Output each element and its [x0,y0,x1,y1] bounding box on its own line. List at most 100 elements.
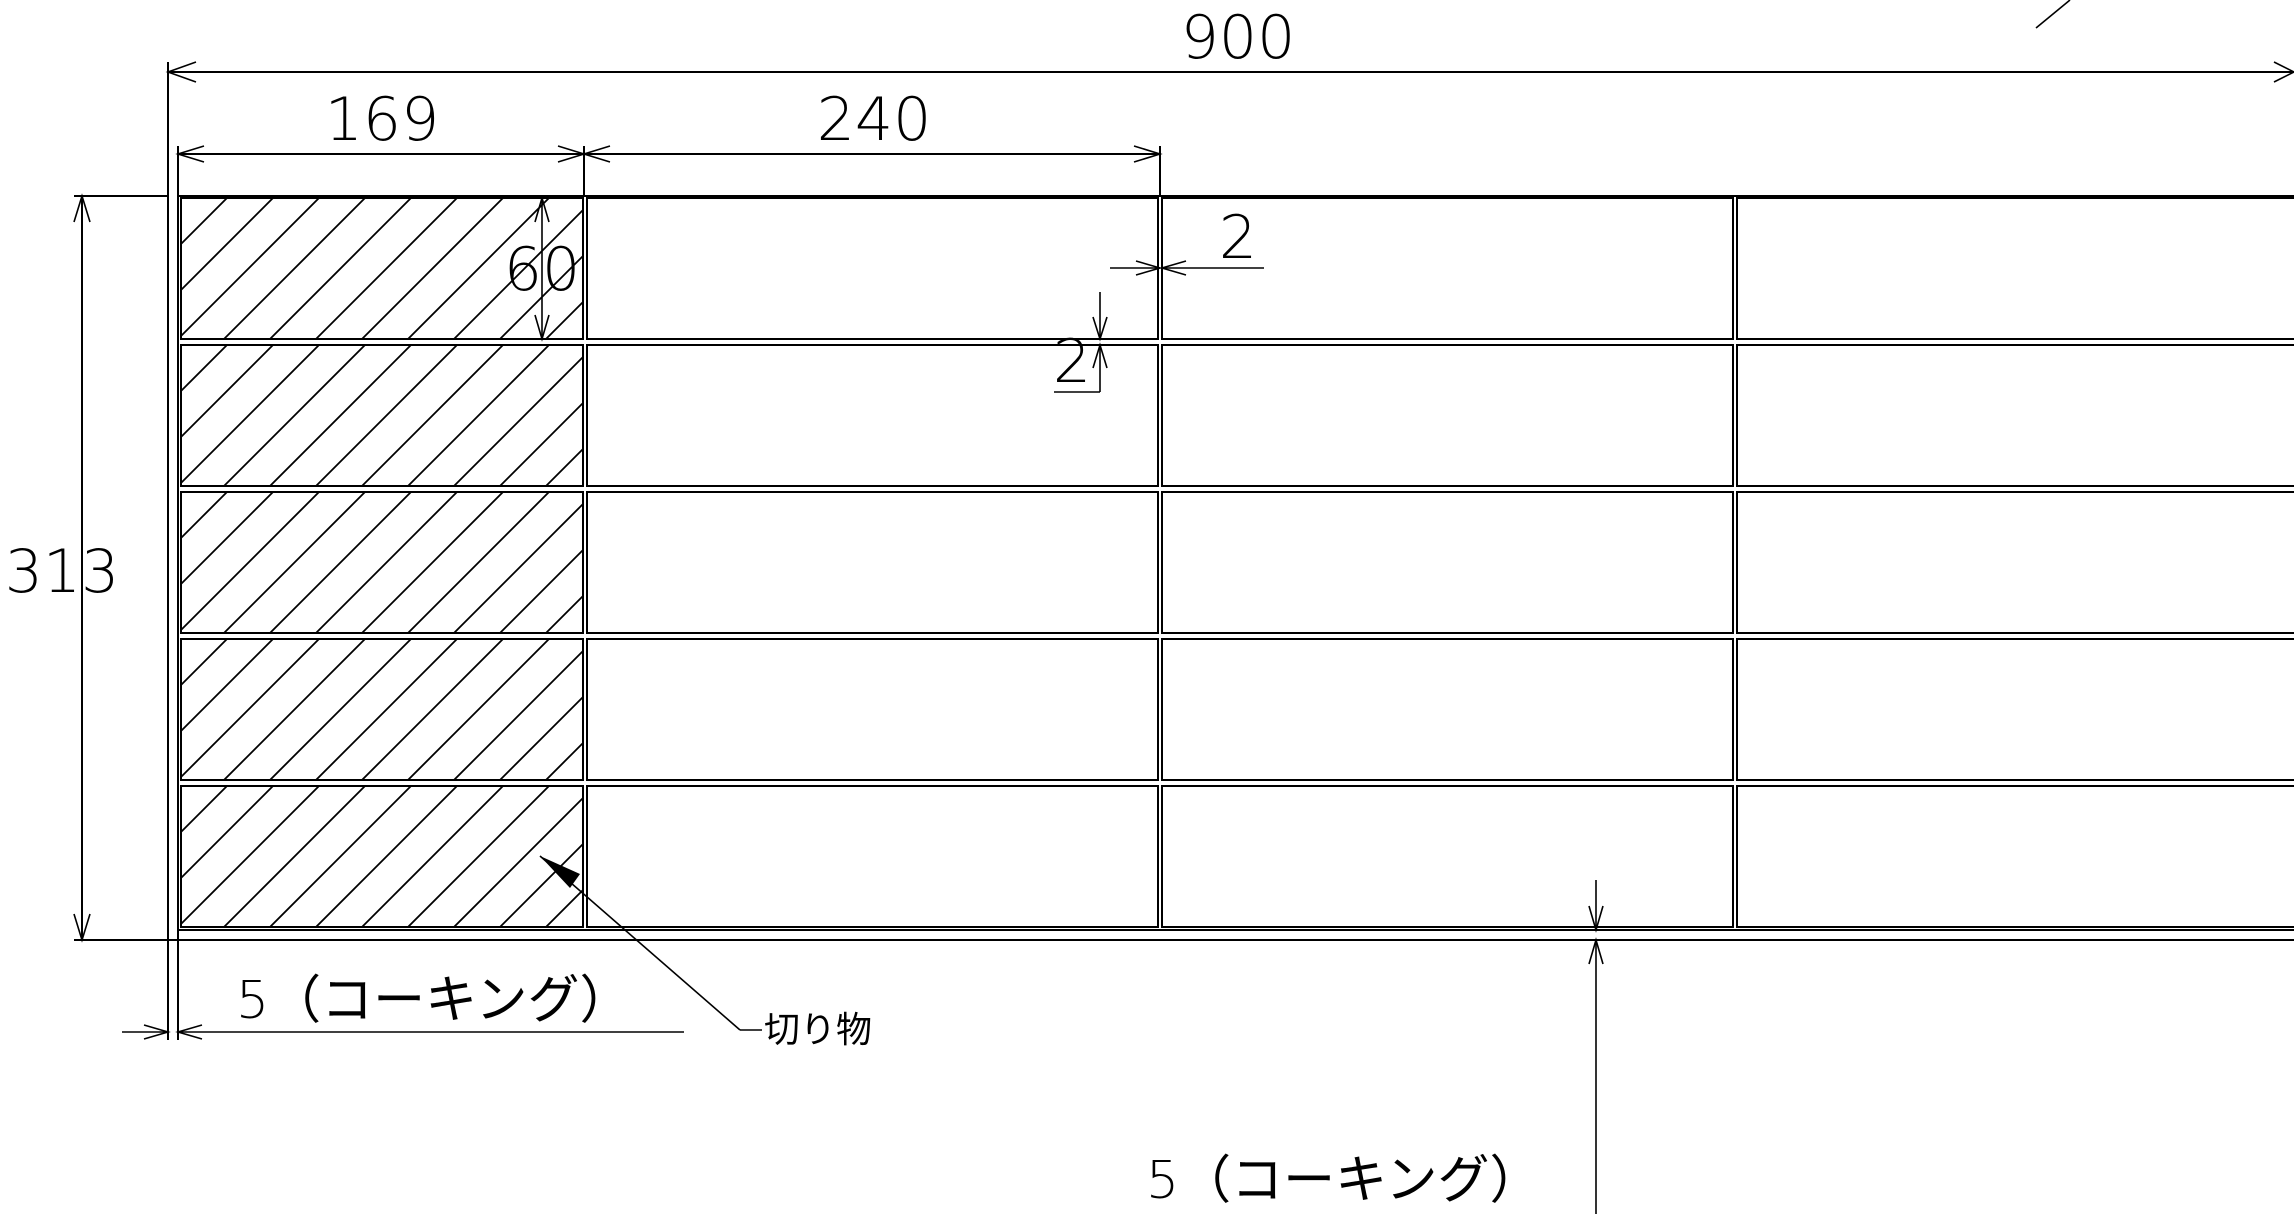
hatch-line [638,198,779,339]
hatch-line [269,639,412,780]
hatch-line [269,492,412,633]
dimension-cut-tile-width: 169 [175,85,587,163]
tile-row3-col1 [586,491,1159,634]
hatch-line [181,198,320,338]
hatch-line [453,649,583,780]
dimension-tile-height: 60 [504,195,580,342]
hatch-line [223,492,366,633]
hatch-line [181,198,228,246]
cut-piece-leader: 切り物 [539,855,872,1051]
hatch-line [638,786,779,927]
hatch-line [684,786,825,927]
hatch-line [638,492,779,633]
caulking-bottom-label: 5（コーキング） [1146,1151,1542,1211]
hatch-line [545,447,583,486]
hatch-line [181,786,320,926]
tile-row2-col2 [1161,344,1734,487]
tile-row5-col1 [586,785,1159,928]
hatch-line [181,492,228,540]
hatch-line [315,786,458,927]
tile-row1-col1 [586,197,1159,340]
hatch-line [181,345,274,439]
hatch-line [499,254,583,339]
hatch-line [638,639,779,780]
hatch-line [315,492,458,633]
dimension-tile-width: 240 [581,85,1163,163]
hatch-line [453,355,583,486]
hatch-line [361,345,504,486]
tile-row5-col2 [1161,785,1734,928]
hatch-line [269,198,412,339]
tile-row1-col3 [1736,197,2294,340]
dimension-joint-horizontal: 2 [1110,203,1264,276]
hatch-line [181,639,274,733]
leader-fragment [2035,0,2071,29]
hatch-line [499,548,583,633]
tile-row2-col1 [586,344,1159,487]
hatch-line [453,208,583,339]
joint-vertical-label: 2 [1053,327,1091,397]
hatch-line [181,345,320,485]
hatch-line [499,842,583,927]
hatch-line [181,639,228,687]
hatch-line [181,345,182,347]
hatch-line [181,198,182,200]
hatch-line [407,198,550,339]
hatch-line [181,345,228,393]
tile-cut-row2 [180,344,584,487]
hatch-line [315,639,458,780]
hatch-line [181,639,182,641]
tile-width-label: 240 [817,85,932,155]
hatch-line [545,594,583,633]
wall-boundary [80,195,2294,941]
hatch-line [407,786,550,927]
dimension-joint-vertical: 2 [1053,292,1108,397]
tile-row3-col2 [1161,491,1734,634]
hatch-line [223,345,366,486]
hatch-line [592,492,733,633]
hatch-line [181,786,274,880]
tile-row4-col3 [1736,638,2294,781]
extension-lines [74,62,1161,1040]
hatch-line [684,492,825,633]
overall-height-label: 313 [5,537,120,607]
hatch-line [684,198,825,339]
tile-height-label: 60 [504,235,580,305]
tile-cut-row3 [180,491,584,634]
dimension-overall-width: 900 [165,3,2294,83]
tile-cut-row1 [180,197,584,340]
hatch-line [407,639,550,780]
hatch-line [181,198,274,292]
hatch-line [684,345,825,486]
tile-row5-col3 [1736,785,2294,928]
hatch-line [592,786,733,927]
tile-row3-col3 [1736,491,2294,634]
hatch-line [361,492,504,633]
hatch-line [361,639,504,780]
hatch-line [407,345,550,486]
hatch-line [361,198,504,339]
hatch-line [223,198,366,339]
hatch-line [315,345,458,486]
dimension-caulking-bottom: 5（コーキング） [1146,880,1604,1214]
hatch-line [684,639,825,780]
hatch-line [315,198,458,339]
hatch-line [407,492,550,633]
hatch-line [181,639,320,779]
hatch-line [453,796,583,927]
caulking-left-label: 5（コーキング） [236,971,632,1031]
tile-cut-row5 [180,785,584,928]
tile-grid [180,197,2294,928]
hatch-line [592,345,733,486]
joint-horizontal-label: 2 [1219,203,1257,273]
cut-tile-hatching [181,198,825,927]
tile-row4-col2 [1161,638,1734,781]
hatch-line [545,741,583,780]
hatch-line [223,639,366,780]
dimension-caulking-left: 5（コーキング） [122,971,684,1040]
hatch-line [181,492,320,632]
tile-cut-row4 [180,638,584,781]
hatch-line [545,888,583,927]
cut-tile-width-label: 169 [325,85,440,155]
hatch-line [638,345,779,486]
